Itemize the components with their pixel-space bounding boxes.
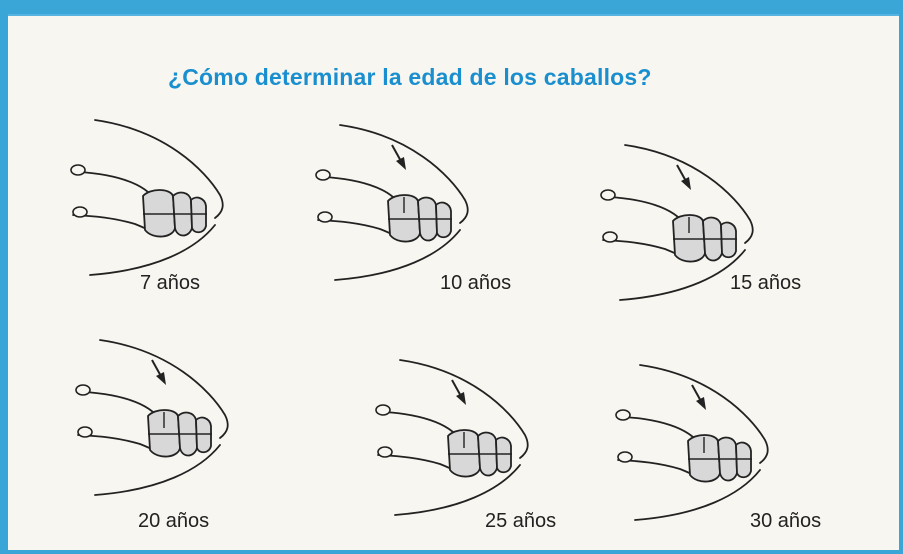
upper-jaw-outline [94,119,224,219]
age-label: 15 años [730,272,802,294]
lower-gum-knob [77,426,93,438]
age-label: 25 años [485,510,557,532]
horse-mouth-drawing [375,359,529,516]
corner-incisor [720,221,737,259]
arrow-indicator [691,384,706,410]
horse-mouth-drawing [615,364,769,521]
horse-mouth-drawing [70,119,224,276]
upper-gum-knob [315,169,331,181]
lower-jaw-outline [334,229,461,281]
age-label: 10 años [440,272,512,294]
corner-incisor [495,436,512,474]
lower-jaw-outline [394,464,521,516]
corner-incisor [190,196,207,234]
incisor-teeth [387,194,452,243]
diagram-title: ¿Cómo determinar la edad de los caballos… [168,64,652,90]
arrow-indicator [151,359,166,385]
lower-gum-knob [72,206,88,218]
upper-gum-knob [375,404,391,416]
age-label: 7 años [140,272,201,294]
incisor-teeth [142,189,207,238]
lower-jaw-outline [634,469,761,521]
incisor-teeth [672,214,737,263]
upper-jaw-outline [624,144,754,244]
corner-incisor [435,201,452,239]
incisor-teeth [687,434,752,483]
upper-jaw-outline [399,359,529,459]
lower-jaw-outline [89,224,216,276]
incisor-teeth [147,409,212,458]
lower-gum-knob [317,211,333,223]
lower-gum-knob [617,451,633,463]
arrow-indicator [391,144,406,170]
lower-jaw-outline [94,444,221,496]
upper-jaw-outline [639,364,769,464]
horse-mouth-drawing [315,124,469,281]
upper-gum-knob [70,164,86,176]
upper-gum-knob [75,384,91,396]
central-incisor [142,189,176,238]
upper-jaw-outline [339,124,469,224]
age-label: 20 años [138,510,210,532]
upper-jaw-outline [99,339,229,439]
incisor-teeth [447,429,512,478]
corner-incisor [195,416,212,454]
lower-gum-knob [602,231,618,243]
lower-jaw-outline [619,249,746,301]
arrow-indicator [676,164,691,190]
upper-gum-knob [615,409,631,421]
horse-mouth-drawing [75,339,229,496]
age-label: 30 años [750,510,822,532]
upper-gum-knob [600,189,616,201]
arrow-indicator [451,379,466,405]
corner-incisor [735,441,752,479]
horse-mouth-drawing [600,144,754,301]
lower-gum-knob [377,446,393,458]
